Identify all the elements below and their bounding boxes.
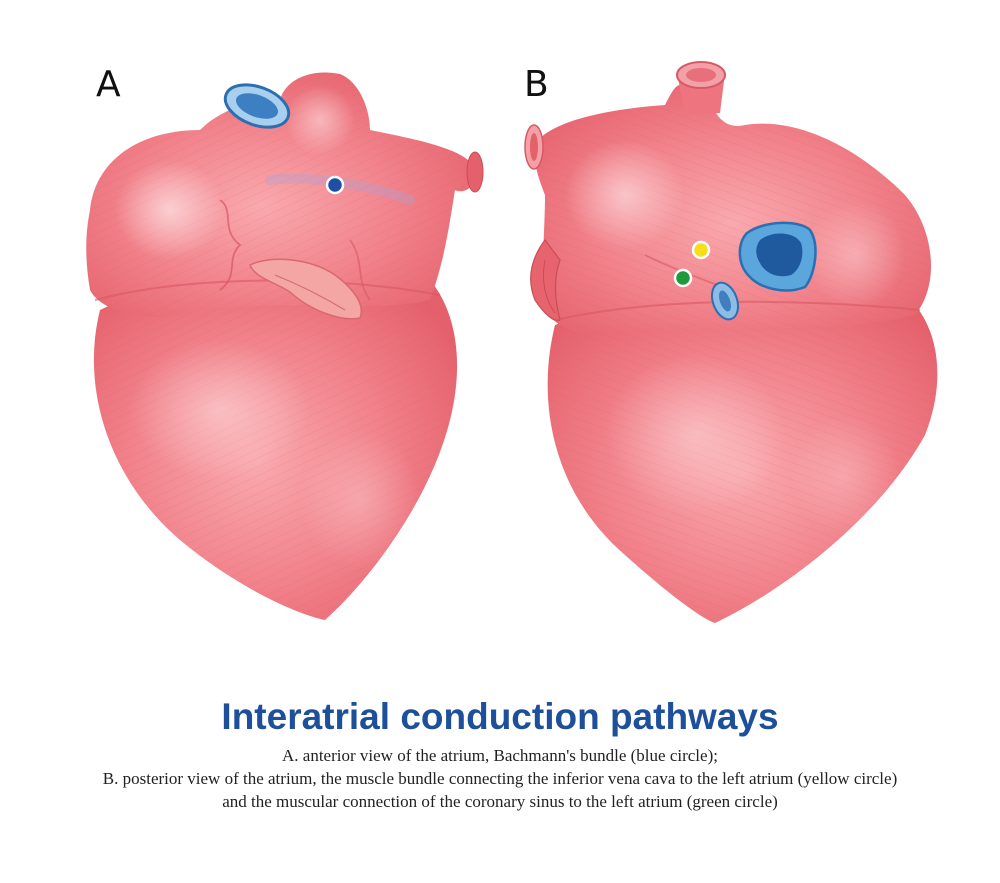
coronary-sinus-connection-marker [673,268,693,288]
caption-line-2: B. posterior view of the atrium, the mus… [102,769,898,788]
panel-label-b: B [524,64,549,105]
figure-title: Interatrial conduction pathways [221,696,779,737]
appendage-flap-b [530,238,561,322]
caption-line-1: A. anterior view of the atrium, Bachmann… [282,746,718,765]
heart-anterior-view [86,72,484,620]
heart-posterior-view [524,61,938,623]
bachmanns-bundle-marker [325,175,345,195]
caption-line-3: and the muscular connection of the coron… [222,792,778,811]
ivc-left-atrium-bundle-marker [691,240,711,260]
panel-label-a: A [96,64,121,105]
